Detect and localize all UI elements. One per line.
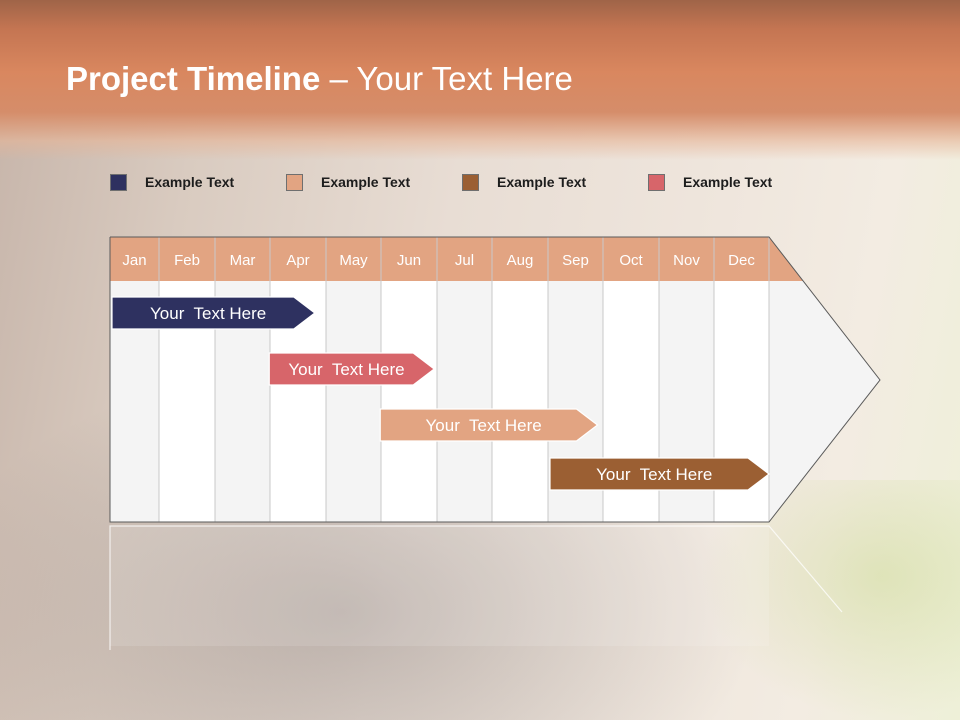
reflection-outline — [109, 525, 843, 650]
legend-item-1: Example Text — [110, 170, 234, 194]
task-label: Your Text Here — [426, 416, 542, 435]
month-header-cell — [110, 237, 159, 281]
legend-item-2: Example Text — [286, 170, 410, 194]
month-header-cell — [159, 237, 215, 281]
month-label: May — [339, 252, 368, 269]
legend-label-3: Example Text — [497, 174, 587, 190]
legend-label-2: Example Text — [321, 174, 411, 190]
timeline-outline — [109, 236, 881, 523]
month-headers — [110, 237, 803, 281]
task-label: Your Text Here — [288, 360, 404, 379]
slide-title: Project Timeline – Your Text Here — [66, 60, 573, 98]
month-label: Aug — [507, 252, 534, 269]
month-column — [492, 281, 548, 522]
month-column — [381, 281, 437, 522]
month-label: Nov — [673, 252, 700, 269]
month-label: Mar — [230, 252, 256, 269]
month-header-cell — [270, 237, 326, 281]
task-bar — [111, 296, 316, 330]
month-label: Jun — [397, 252, 421, 269]
legend-label-4: Example Text — [683, 174, 773, 190]
task-bar — [379, 408, 599, 442]
month-label: Oct — [619, 252, 643, 269]
month-label: Apr — [286, 252, 309, 269]
task-label: Your Text Here — [596, 465, 712, 484]
month-label: Jan — [122, 252, 146, 269]
task-bar — [549, 457, 770, 491]
timeline-frame — [109, 236, 881, 523]
month-header-cell — [381, 237, 437, 281]
month-header-cell — [326, 237, 381, 281]
timeline-arrow-tip — [769, 237, 880, 522]
month-labels: Jan Feb Mar Apr May Jun Jul Aug Sep Oct Nov Dec — [122, 252, 755, 269]
legend-swatch-2 — [286, 173, 303, 191]
month-label: Jul — [455, 252, 474, 269]
month-column — [326, 281, 381, 522]
legend-swatch-1 — [110, 173, 127, 191]
month-header-cell — [714, 237, 769, 281]
header-band — [0, 0, 960, 160]
month-header-cell — [603, 237, 659, 281]
month-label: Dec — [728, 252, 755, 269]
month-column — [437, 281, 492, 522]
month-header-cell — [215, 237, 270, 281]
reflection-body — [110, 526, 769, 646]
task-label: Your Text Here — [150, 304, 266, 323]
title-bold: Project Timeline — [66, 60, 321, 97]
legend-swatch-4 — [648, 173, 665, 191]
timeline-reflection — [109, 525, 843, 650]
task-bar — [268, 352, 436, 386]
month-label: Feb — [174, 252, 200, 269]
legend-swatch-3 — [462, 173, 479, 191]
legend-label-1: Example Text — [145, 174, 235, 190]
month-header-cell — [492, 237, 548, 281]
month-header-cell — [548, 237, 603, 281]
legend-item-4: Example Text — [648, 170, 772, 194]
task-bars — [111, 296, 770, 491]
legend-item-3: Example Text — [462, 170, 586, 194]
title-rest: – Your Text Here — [320, 60, 573, 97]
month-label: Sep — [562, 252, 589, 269]
month-header-cell — [437, 237, 492, 281]
month-header-cell — [659, 237, 714, 281]
